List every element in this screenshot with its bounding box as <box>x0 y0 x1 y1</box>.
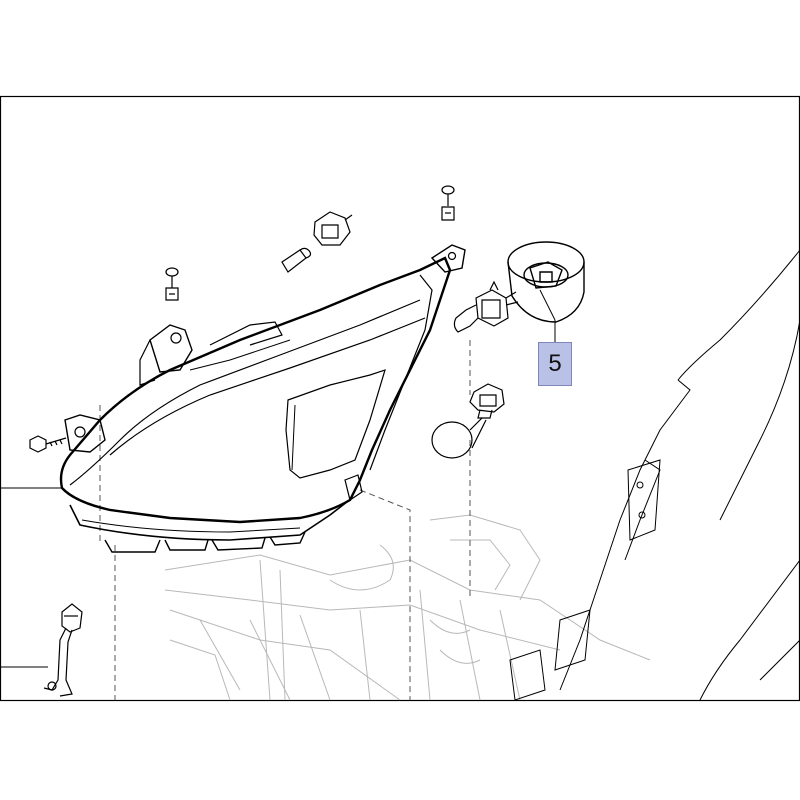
callout-5[interactable]: 5 <box>538 342 572 386</box>
bulb-socket-small <box>313 211 353 246</box>
screw-upper-left <box>165 267 179 301</box>
bolt-left <box>29 435 67 453</box>
wedge-bulb <box>281 247 312 273</box>
fender-panel <box>559 249 800 701</box>
dust-cap <box>507 241 585 323</box>
reference-lines <box>99 340 471 700</box>
diagram-frame <box>0 95 800 702</box>
leader-lines <box>0 289 556 668</box>
screw-upper-right <box>441 185 455 221</box>
headlamp-assembly <box>59 244 466 553</box>
body-structure-outline <box>164 514 651 701</box>
indicator-bulb <box>431 383 505 459</box>
halogen-bulb-main <box>453 280 519 333</box>
fender-mount-bracket <box>509 459 661 701</box>
adjuster-bracket <box>43 603 83 697</box>
